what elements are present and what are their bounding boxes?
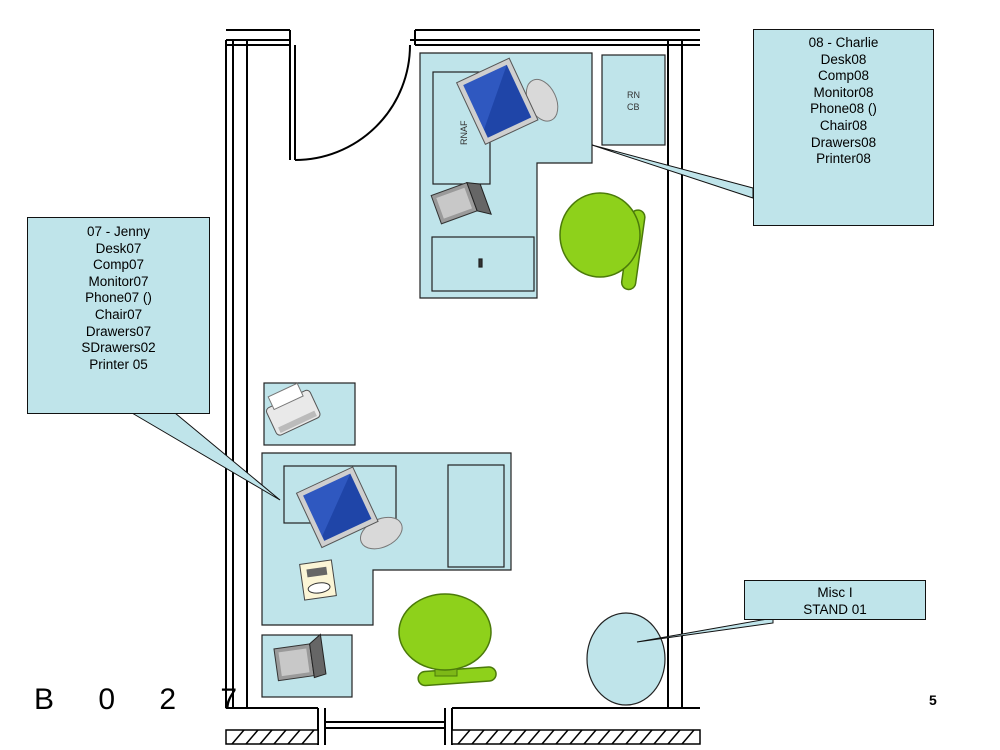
callout-line: Printer 05 [89, 356, 148, 372]
stand01 [586, 612, 666, 706]
cabinet08 [601, 54, 666, 146]
callout-line: Comp08 [817, 68, 870, 84]
door [289, 39, 415, 161]
callout-line: Comp07 [92, 257, 145, 273]
callout-line: Chair08 [819, 117, 868, 133]
callout-line: Monitor08 [813, 84, 874, 100]
callout-line: Printer08 [816, 151, 871, 167]
chair-icon [559, 192, 646, 291]
monitor-icon [295, 466, 403, 550]
callout-line: Phone08 () [810, 101, 877, 117]
laptop-icon [430, 181, 492, 225]
printer-icon [265, 382, 321, 436]
drawers08-tag: RNAF [459, 120, 469, 145]
callout-line: Misc I [817, 585, 853, 600]
callout-line: STAND 01 [803, 601, 867, 617]
chair-icon [398, 593, 497, 687]
walls [225, 29, 700, 745]
callout-line: Drawers08 [810, 134, 877, 150]
callout-line: Desk08 [820, 51, 867, 67]
laptop-icon [273, 633, 327, 682]
page-number: 5 [929, 692, 937, 708]
callout-charlie: 08 - Charlie Desk08 Comp08 Monitor08 Pho… [753, 29, 934, 226]
callout-line: Drawers07 [85, 323, 152, 339]
callout-line: Phone07 () [85, 290, 152, 306]
callout-jenny: 07 - Jenny Desk07 Comp07 Monitor07 Phone… [27, 217, 210, 414]
callout-line: 08 - Charlie [808, 35, 879, 50]
callout-line: Monitor07 [88, 273, 149, 289]
room-label: B 0 2 7 [34, 683, 256, 716]
phone-icon [299, 559, 337, 601]
callout-line: 07 - Jenny [86, 224, 151, 239]
cabinet08-tag-line1: RN [627, 90, 640, 100]
hatched-wall-bottom [225, 729, 701, 745]
callout-pointers [130, 144, 774, 643]
callout-line: SDrawers02 [81, 340, 156, 356]
callout-line: Desk07 [95, 240, 142, 256]
callout-misc: Misc I STAND 01 [744, 580, 926, 620]
callout-line: Chair07 [94, 306, 143, 322]
cabinet08-tag-line2: CB [627, 102, 640, 112]
monitor-icon [455, 57, 559, 146]
